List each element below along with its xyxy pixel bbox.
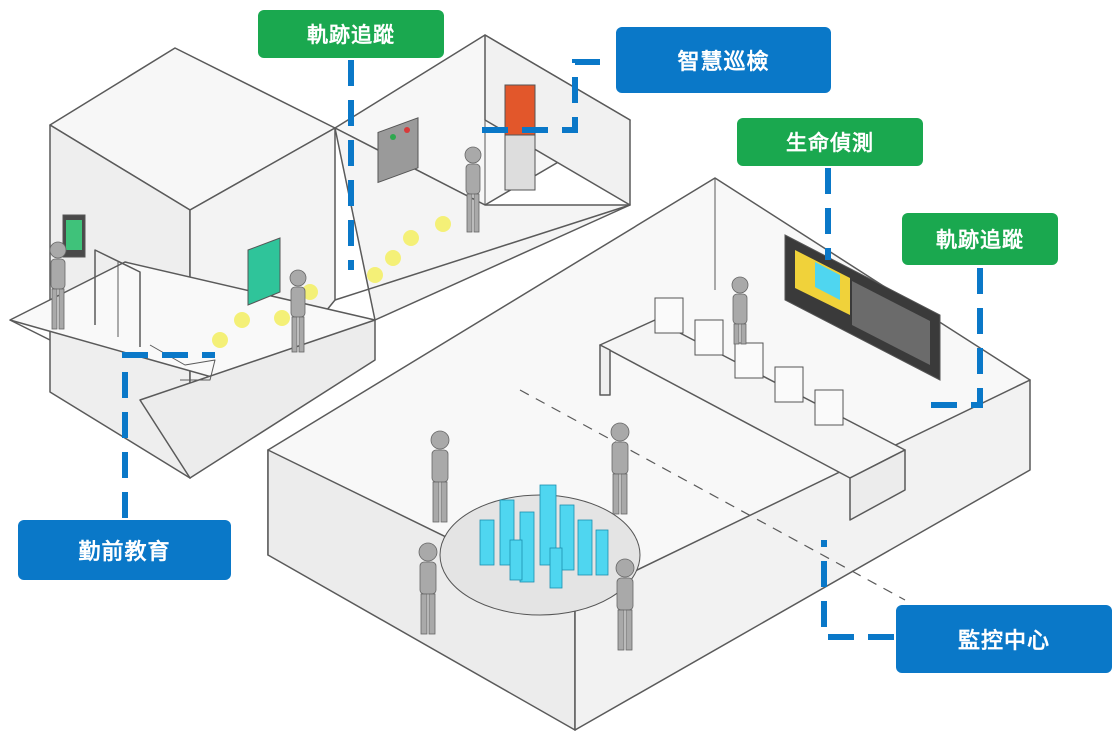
callout-lines [122,59,983,640]
smart-inspection-label: 智慧巡檢 [616,27,831,93]
trajectory-tracking-label-2: 軌跡追蹤 [902,213,1058,265]
hologram-table [439,484,641,616]
left-building [9,47,376,479]
vital-sign-detection-label: 生命偵測 [737,118,923,166]
footprints [212,216,451,348]
pre-shift-training-label: 勤前教育 [18,520,231,580]
devices [62,84,941,426]
people [49,146,749,651]
trajectory-tracking-label: 軌跡追蹤 [258,10,444,58]
monitoring-center-label: 監控中心 [896,605,1112,673]
